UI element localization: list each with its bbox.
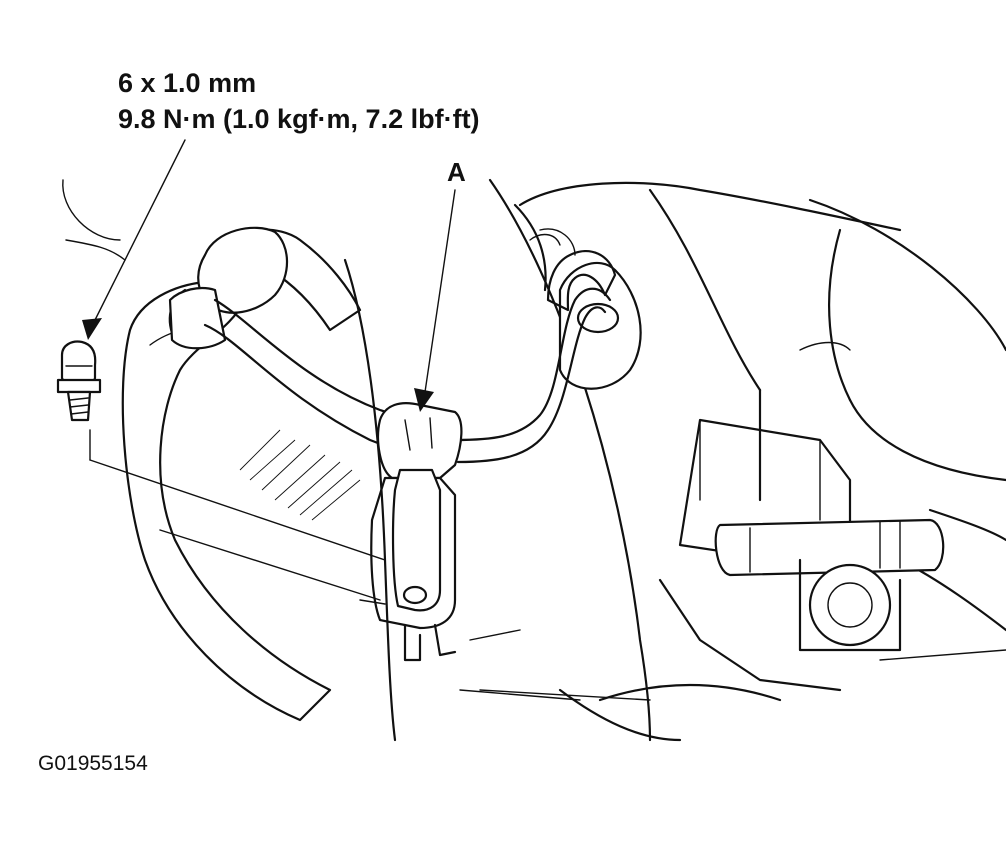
right-pipe [714, 518, 945, 652]
bolt-leader-arrowhead [82, 318, 102, 340]
clamp-a [359, 402, 463, 662]
upper-fitting [529, 228, 642, 390]
bolt-torque-label: 9.8 N·m (1.0 kgf·m, 7.2 lbf·ft) [118, 104, 480, 134]
bolt-size-label: 6 x 1.0 mm [118, 68, 257, 98]
engine-background [62, 178, 1006, 742]
clamp-leader-arrowhead [414, 388, 434, 412]
bolt-leader [82, 139, 186, 340]
bolt [56, 340, 102, 422]
callout-a-label: A [447, 157, 466, 187]
coolant-hose [121, 226, 362, 722]
clamp-leader [414, 189, 456, 412]
figure-id-label: G01955154 [38, 752, 148, 775]
reference-lines [89, 258, 581, 742]
